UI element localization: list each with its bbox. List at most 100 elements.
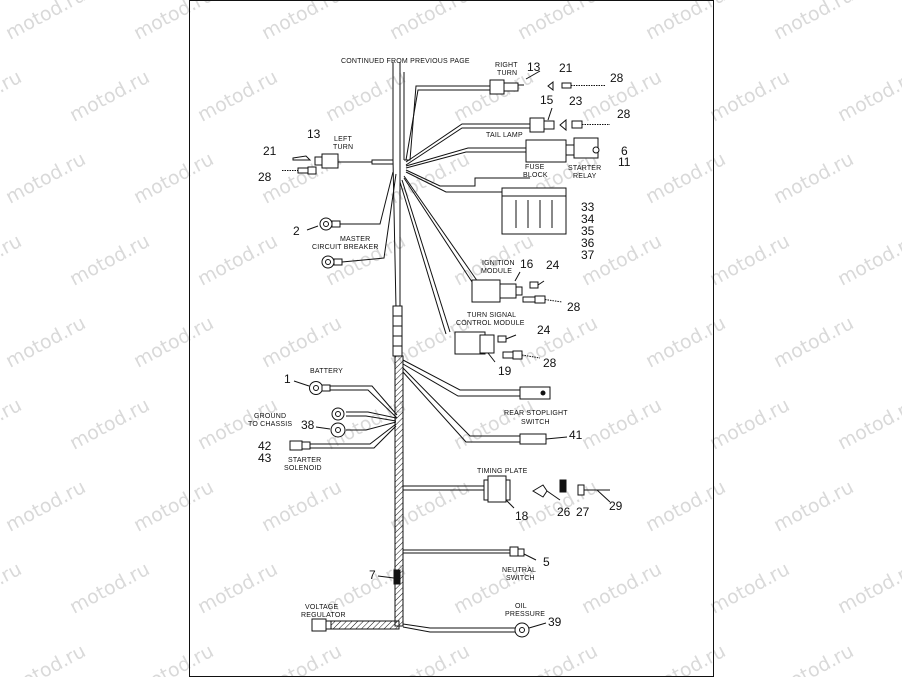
callout-42: 42: [258, 439, 272, 453]
callout-39: 39: [548, 615, 562, 629]
callout-38: 38: [301, 418, 315, 432]
watermark-text: motod.ru: [450, 66, 537, 126]
callout-7: 7: [369, 568, 376, 582]
watermark-text: motod.ru: [0, 394, 25, 454]
watermark-text: motod.ru: [514, 0, 601, 44]
watermark-text: motod.ru: [770, 0, 857, 44]
watermark-text: motod.ru: [642, 476, 729, 536]
starter-relay-branch: [405, 137, 600, 187]
oil-label-1: OIL: [515, 603, 527, 610]
watermark-text: motod.ru: [258, 476, 345, 536]
callout-28-tail: 28: [617, 107, 631, 121]
watermark-text: motod.ru: [66, 230, 153, 290]
watermark-text: motod.ru: [0, 66, 25, 126]
callout-13-right: 13: [527, 60, 541, 74]
watermark-text: motod.ru: [834, 558, 902, 618]
watermark-text: motod.ru: [2, 476, 89, 536]
callout-19: 19: [498, 364, 512, 378]
master-cb-label-2: CIRCUIT BREAKER: [312, 244, 379, 251]
watermark-text: motod.ru: [770, 312, 857, 372]
timing-plate-branch: [403, 475, 611, 509]
ground-branch: [315, 407, 397, 438]
callout-26: 26: [557, 505, 571, 519]
oil-label-2: PRESSURE: [505, 611, 545, 618]
left-turn-label-1: LEFT: [334, 136, 352, 143]
starter-relay: [525, 139, 567, 163]
watermark-text: motod.ru: [258, 0, 345, 44]
callout-35: 35: [581, 224, 595, 238]
continued-label: CONTINUED FROM PREVIOUS PAGE: [341, 58, 470, 65]
ground-label-1: GROUND: [254, 413, 286, 420]
watermark-text: motod.ru: [642, 640, 729, 677]
timing-plate-label: TIMING PLATE: [477, 468, 528, 475]
watermark-text: motod.ru: [514, 640, 601, 677]
callout-29: 29: [609, 499, 623, 513]
starter-relay-label-2: RELAY: [573, 173, 597, 180]
callout-6: 6: [621, 144, 628, 158]
tail-lamp-branch: [405, 107, 610, 166]
neutral-switch-branch: [403, 546, 537, 561]
watermark-text: motod.ru: [258, 312, 345, 372]
watermark-text: motod.ru: [706, 66, 793, 126]
watermark-text: motod.ru: [130, 0, 217, 44]
master-circuit-breaker-branch: [306, 171, 397, 269]
watermark-text: motod.ru: [898, 0, 902, 44]
callout-11: 11: [618, 155, 631, 169]
watermark-text: motod.ru: [194, 66, 281, 126]
watermark-text: motod.ru: [514, 312, 601, 372]
watermark-text: motod.ru: [706, 558, 793, 618]
callout-21-right: 21: [559, 61, 573, 75]
fuse-block: [405, 171, 567, 235]
watermark-text: motod.ru: [898, 312, 902, 372]
watermark-text: motod.ru: [770, 148, 857, 208]
starter-relay-label-1: STARTER: [568, 165, 601, 172]
callout-33: 33: [581, 200, 595, 214]
callout-28-ign: 28: [567, 300, 581, 314]
watermark-text: motod.ru: [130, 312, 217, 372]
watermark-text: motod.ru: [66, 66, 153, 126]
watermark-text: motod.ru: [834, 66, 902, 126]
callout-28-right: 28: [610, 71, 624, 85]
rear-stoplight-branch: [402, 359, 568, 445]
battery-branch: [293, 380, 398, 419]
callout-2: 2: [293, 224, 300, 238]
watermark-text: motod.ru: [706, 394, 793, 454]
watermark-text: motod.ru: [2, 312, 89, 372]
rear-stop-label-2: SWITCH: [521, 419, 550, 426]
watermark-text: motod.ru: [642, 0, 729, 44]
watermark-text: motod.ru: [386, 640, 473, 677]
neutral-label-1: NEUTRAL: [502, 567, 536, 574]
watermark-text: motod.ru: [258, 640, 345, 677]
watermark-text: motod.ru: [578, 394, 665, 454]
watermark-text: motod.ru: [642, 148, 729, 208]
watermark-text: motod.ru: [2, 148, 89, 208]
cable-tie: [377, 569, 401, 585]
watermark-text: motod.ru: [130, 148, 217, 208]
starter-solenoid-branch: [289, 423, 397, 451]
watermark-text: motod.ru: [0, 230, 25, 290]
watermark-text: motod.ru: [66, 558, 153, 618]
fuse-block-label-2: BLOCK: [523, 172, 548, 179]
oil-pressure-branch: [402, 622, 547, 638]
turn-signal-label-1: TURN SIGNAL: [467, 312, 516, 319]
voltage-regulator-branch: [311, 618, 400, 632]
voltage-regulator-sleeve: [329, 620, 400, 630]
right-turn-label-1: RIGHT: [495, 62, 518, 69]
ignition-module-branch: [403, 175, 563, 304]
watermark-text: motod.ru: [834, 230, 902, 290]
watermark-text: motod.ru: [578, 558, 665, 618]
callout-36: 36: [581, 236, 595, 250]
starter-sol-label-2: SOLENOID: [284, 465, 322, 472]
left-turn-branch: [282, 153, 393, 175]
watermark-text: motod.ru: [130, 476, 217, 536]
callout-27: 27: [576, 505, 590, 519]
callout-43: 43: [258, 451, 272, 465]
main-harness-trunk: [392, 62, 405, 627]
callout-18: 18: [515, 509, 529, 523]
left-turn-label-2: TURN: [333, 144, 353, 151]
callout-13-left: 13: [307, 127, 321, 141]
callout-15: 15: [540, 93, 554, 107]
braided-sleeve: [394, 355, 404, 627]
watermark-text: motod.ru: [386, 0, 473, 44]
